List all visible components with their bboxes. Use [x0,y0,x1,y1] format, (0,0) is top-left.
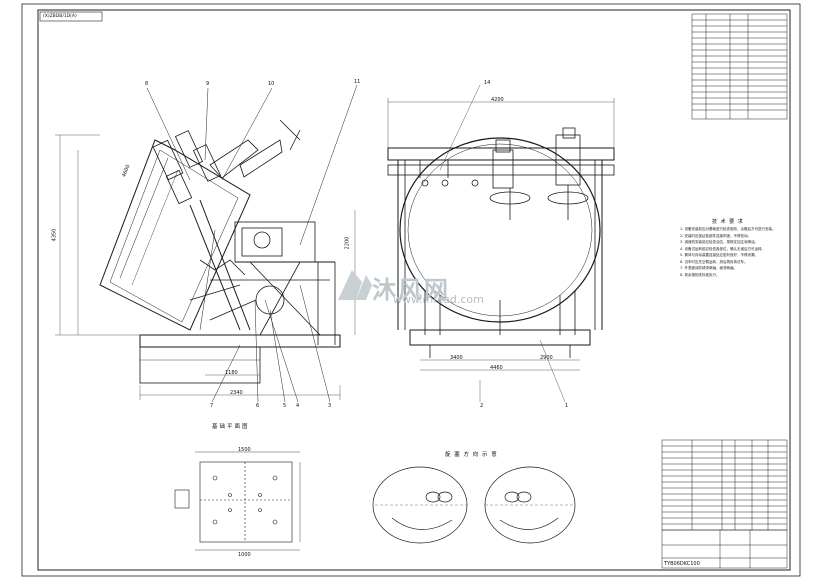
drawing-code-label: (X)ZBDB/1D(A) [43,14,77,19]
tech-requirement-item: 3. 减速机安装前应检查油位，按规定加注润滑油。 [680,240,758,244]
leader-lines-left [146,84,358,403]
inner-frame [37,9,791,571]
part-label: 10 [268,81,275,87]
dimension-text: 3400 [450,355,463,361]
bom-table [661,439,788,569]
code-box [39,11,103,22]
foundation-plan-title: 基础平面图 [212,424,250,430]
outer-frame [21,3,801,577]
part-label: 4 [296,403,300,409]
parameter-table [691,13,788,120]
dimension-text: 2900 [540,355,553,361]
part-label: 5 [283,403,287,409]
dimension-lines-left [55,134,356,400]
dimension-text: 2340 [230,390,243,396]
side-elevation-view [99,119,341,384]
drawing-number: TYB06DKC100 [664,561,700,567]
tech-requirement-item: 4. 设备试运转前应检查各部位，确认无误后方可运转。 [680,246,765,251]
part-label: 11 [354,79,361,85]
part-label: 3 [328,403,332,409]
tech-requirement-item: 6. 试车时应先空载运转，然后再负荷试车。 [680,259,748,264]
dimension-text: 2200 [344,236,351,250]
dimension-text: 1180 [225,370,238,376]
dimension-text: 4200 [491,97,504,103]
watermark-url: www.mfcad.com [393,293,484,306]
watermark-logo [338,270,372,300]
dimension-text: 4350 [51,228,58,242]
tech-requirement-item: 5. 筒体与传动装置连接处应密封良好，不得渗漏。 [680,253,758,257]
part-label: 9 [206,81,210,87]
tech-requirements-title: 技 术 要 求 [712,219,744,225]
tech-requirement-item: 8. 其余按相关标准执行。 [680,272,720,277]
rotation-diagrams [372,466,576,544]
foundation-plan [174,451,301,551]
tech-requirements-list: 1. 设备安装前应对基础进行检查验收，合格后方可进行安装。 2. 安装时应保证各… [680,226,782,278]
tech-requirement-item: 7. 外表面涂防锈漆两遍，面漆两遍。 [680,266,737,270]
front-elevation-view [387,127,615,358]
rotation-direction-title: 旋 塞 方 向 示 意 [445,452,498,458]
dimension-lines-right [387,84,615,403]
tech-requirement-item: 1. 设备安装前应对基础进行检查验收，合格后方可进行安装。 [680,227,776,231]
part-label: 7 [210,403,214,409]
part-label: 14 [484,80,491,86]
dimension-text: 1000 [238,552,251,558]
part-label: 2 [480,403,484,409]
dimension-text: 1500 [238,447,251,453]
watermark-brand: 沐风网 [372,276,450,304]
dimension-text: 4460 [490,365,503,371]
part-label: 1 [565,403,569,409]
part-label: 6 [256,403,260,409]
tech-requirement-item: 2. 安装时应保证各部件连接牢固，不得松动。 [680,233,751,238]
part-label: 8 [145,81,149,87]
